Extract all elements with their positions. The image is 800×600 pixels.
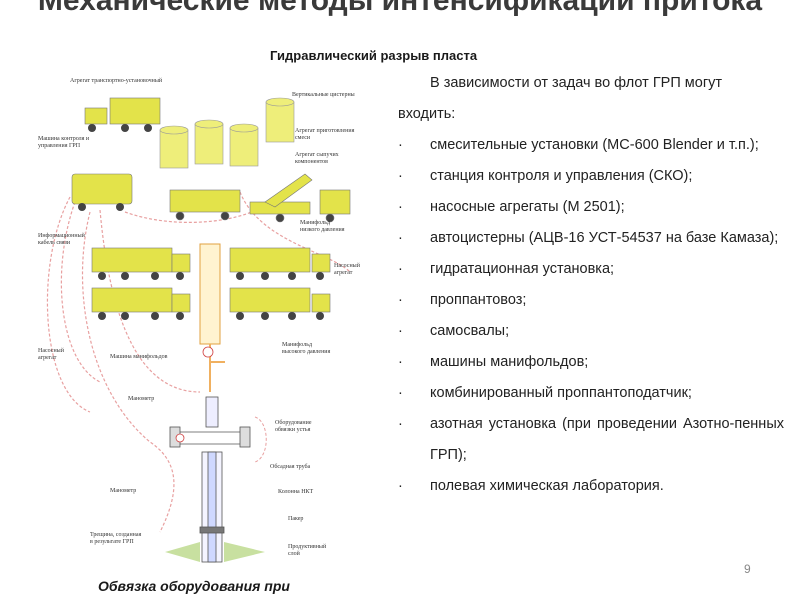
wellhead-and-well [169,396,251,563]
list-item: · автоцистерны (АЦВ-16 УСТ-54537 на базе … [398,223,784,254]
transport-truck [84,97,161,132]
intro-line-1: В зависимости от задач во флот ГРП могут [430,75,723,91]
label-tubing: Колонна НКТ [278,489,314,495]
label-wellhead-1: Оборудование [275,419,312,426]
list-item: · самосвалы; [398,316,784,347]
label-manifold-truck: Машина манифольдов [110,353,168,360]
label-pump-right-1: Насосный [334,262,361,269]
label-pump-right-2: агрегат [334,270,353,276]
list-item-text: автоцистерны (АЦВ-16 УСТ-54537 на базе К… [430,230,779,246]
list-item: · станция контроля и управления (СКО); [398,161,784,192]
vertical-tanks [159,97,295,169]
diagram-labels: Агрегат транспортно-установочный Машина … [38,77,361,557]
label-mix-2: смеси [295,135,311,141]
list-item-text: самосвалы; [430,323,510,339]
page-number: 9 [744,562,751,576]
control-van [71,173,133,211]
label-bulk-2: компонентов [295,159,328,165]
label-layer-2: слой [288,550,301,557]
bullet: · [398,292,403,308]
label-tanks: Вертикальные цистерны [292,92,355,98]
label-casing: Обсадная труба [270,463,311,470]
label-gauge-top: Манометр [128,396,154,402]
list-item-text: машины манифольдов; [430,354,589,370]
label-mix-1: Агрегат приготовления [295,128,355,134]
slide-subtitle: Гидравлический разрыв пласта [270,48,478,63]
label-layer-1: Продуктивный [288,543,327,550]
label-wellhead-2: обвязки устья [275,426,311,433]
fleet-list: · смесительные установки (МС-600 Blender … [398,130,784,502]
bullet: · [398,261,403,277]
list-item-text: азотная установка (при проведении Азотно… [430,416,784,463]
list-item: · насосные агрегаты (М 2501); [398,192,784,223]
label-control-2: управления ГРП [38,143,81,149]
label-frac-2: в результате ГРП [90,539,134,545]
list-item-text: смесительные установки (МС-600 Blender и… [430,137,759,153]
fracture-zone [165,542,265,562]
list-item-text: станция контроля и управления (СКО); [430,168,693,184]
label-bulk-1: Агрегат сыпучих [295,152,339,158]
label-cable-2: кабель связи [38,239,71,246]
blender-and-bulk-trucks [169,173,351,223]
bullet: · [398,168,403,184]
label-pump-left-2: агрегат [38,355,57,361]
bullet: · [398,354,403,370]
label-lowman-2: низкого давления [300,227,345,233]
bullet: · [398,230,403,246]
bullet: · [398,137,403,153]
wellhead-bracket [254,416,267,463]
list-item-text: гидратационная установка; [430,261,615,277]
list-item: · смесительные установки (МС-600 Blender … [398,130,784,161]
list-item-text: насосные агрегаты (М 2501); [430,199,625,215]
fleet-composition-text: В зависимости от задач во флот ГРП могут… [398,68,784,502]
label-frac-1: Трещина, созданная [90,532,142,538]
manifold-column [199,243,225,392]
pump-trucks [91,247,331,320]
list-item: · проппантовоз; [398,285,784,316]
bullet: · [398,478,403,494]
label-control-1: Машина контроля и [38,136,90,142]
cable-lines [46,191,351,533]
label-highman-1: Манифольд [282,341,312,348]
label-packer: Пакер [288,516,303,522]
label-pump-left-1: Насосный [38,347,65,354]
list-item: · полевая химическая лаборатория. [398,471,784,502]
diagram-caption: Обвязка оборудования при [98,578,290,594]
bullet: · [398,385,403,401]
bullet: · [398,323,403,339]
label-lowman-1: Манифольд [300,219,330,226]
list-item: · машины манифольдов; [398,347,784,378]
list-item: · гидратационная установка; [398,254,784,285]
list-item-text: проппантовоз; [430,292,527,308]
frac-fleet-diagram: Агрегат транспортно-установочный Машина … [38,77,361,563]
label-gauge-bottom: Манометр [110,488,136,494]
list-item: · комбинированный проппантоподатчик; [398,378,784,409]
list-item-text: комбинированный проппантоподатчик; [430,385,692,401]
bullet: · [398,199,403,215]
list-item: · азотная установка (при проведении Азотн… [398,409,784,471]
intro-line-2: входить: [398,106,456,122]
bullet: · [398,416,403,432]
label-cable-1: Информационный [38,232,86,239]
slide-title: Механические методы интенсификации прито… [37,0,763,17]
label-transport: Агрегат транспортно-установочный [70,77,163,84]
list-item-text: полевая химическая лаборатория. [430,478,664,494]
label-highman-2: высокого давления [282,349,330,355]
